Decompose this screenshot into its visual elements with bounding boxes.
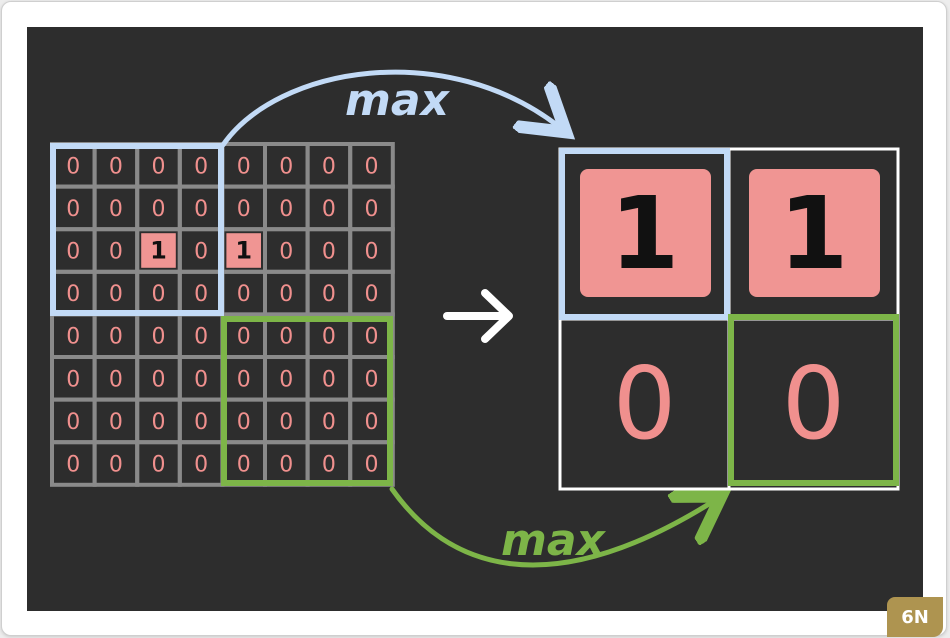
cell-value: 0 (365, 453, 379, 478)
cell-value: 0 (365, 197, 379, 222)
cell-value: 0 (152, 282, 166, 307)
cell-value: 0 (365, 282, 379, 307)
cell-value: 0 (365, 325, 379, 350)
cell-value: 0 (109, 282, 123, 307)
cell-value: 0 (152, 453, 166, 478)
cell-value: 0 (109, 367, 123, 392)
max-label-bottom: max (501, 515, 607, 566)
output-cell-value: 0 (782, 345, 846, 462)
cell-value: 0 (109, 197, 123, 222)
cell-value: 0 (152, 367, 166, 392)
cell-value: 0 (322, 410, 336, 435)
cell-value: 0 (237, 282, 251, 307)
output-window-bottom-right (728, 314, 899, 486)
cell-value: 0 (194, 410, 208, 435)
cell-value: 0 (322, 367, 336, 392)
cell-value: 0 (365, 240, 379, 265)
cell-value: 0 (237, 453, 251, 478)
output-window-top-left (559, 148, 730, 320)
cell-value: 0 (365, 154, 379, 179)
cell-value: 0 (322, 154, 336, 179)
cell-value: 0 (194, 154, 208, 179)
cell-value: 0 (109, 240, 123, 265)
cell-value: 0 (279, 410, 293, 435)
cell-value: 0 (194, 367, 208, 392)
cell-value: 0 (152, 410, 166, 435)
cell-value: 0 (279, 154, 293, 179)
cell-value: 0 (66, 410, 80, 435)
cell-value: 0 (109, 154, 123, 179)
cell-value: 0 (109, 410, 123, 435)
cell-value: 0 (109, 453, 123, 478)
output-cell-value: 0 (613, 345, 677, 462)
cell-value: 1 (150, 237, 167, 265)
cell-value: 0 (237, 367, 251, 392)
corner-badge: 6N (887, 597, 943, 637)
cell-value: 0 (365, 367, 379, 392)
cell-value: 0 (194, 453, 208, 478)
green-curved-arrow (389, 486, 717, 568)
cell-value: 0 (322, 282, 336, 307)
blue-curved-arrow (220, 69, 562, 148)
cell-value: 0 (194, 197, 208, 222)
cell-value: 0 (66, 325, 80, 350)
output-cell-value: 1 (779, 175, 849, 292)
cell-highlight (226, 233, 261, 268)
cell-value: 0 (66, 367, 80, 392)
right-arrow-icon (443, 289, 513, 343)
cell-value: 0 (66, 154, 80, 179)
max-label-top: max (345, 75, 451, 126)
cell-highlight (141, 233, 176, 268)
cell-value: 0 (237, 197, 251, 222)
cell-value: 0 (279, 367, 293, 392)
cell-value: 0 (279, 197, 293, 222)
cell-value: 0 (194, 282, 208, 307)
cell-value: 0 (66, 240, 80, 265)
cell-value: 0 (279, 240, 293, 265)
pooling-window-top-left (50, 143, 224, 316)
cell-value: 0 (279, 282, 293, 307)
cell-value: 0 (322, 240, 336, 265)
cell-value: 0 (322, 197, 336, 222)
cell-value: 0 (109, 325, 123, 350)
input-grid: 0 0 0 0 0 0 0 0 0 0 0 0 0 0 0 0 0 0 1 0 1 0 0 0 0 0 0 0 0 0 0 0 0 0 0 0 0 0 0 0… (50, 142, 395, 487)
cell-value: 0 (279, 453, 293, 478)
cell-value: 0 (237, 410, 251, 435)
output-cell-highlight (749, 169, 880, 297)
cell-value: 0 (194, 325, 208, 350)
cell-value: 0 (66, 282, 80, 307)
output-cell-highlight (580, 169, 711, 297)
cell-value: 0 (237, 325, 251, 350)
cell-value: 0 (322, 325, 336, 350)
cell-value: 0 (66, 197, 80, 222)
cell-value: 0 (279, 325, 293, 350)
pooling-window-bottom-right (221, 316, 393, 486)
cell-value: 0 (194, 240, 208, 265)
cell-value: 0 (365, 410, 379, 435)
cell-value: 1 (235, 237, 252, 265)
cell-value: 0 (152, 325, 166, 350)
cell-value: 0 (152, 197, 166, 222)
cell-value: 0 (322, 453, 336, 478)
cell-value: 0 (66, 453, 80, 478)
cell-value: 0 (152, 154, 166, 179)
cell-value: 0 (237, 154, 251, 179)
output-cell-value: 1 (610, 175, 680, 292)
